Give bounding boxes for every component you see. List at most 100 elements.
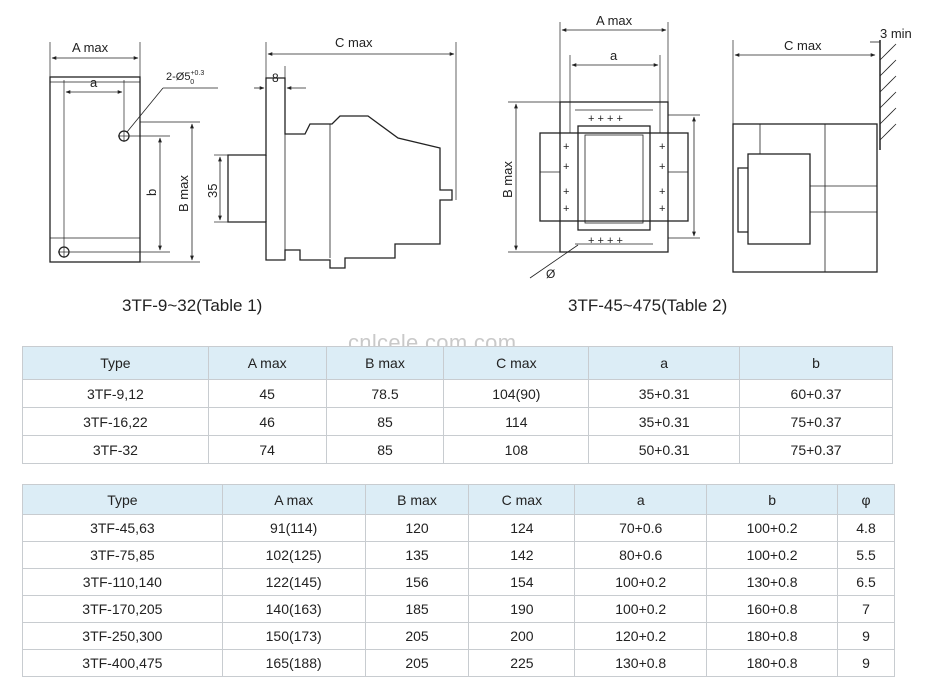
drawing1-a-max-label: A max (72, 40, 109, 55)
drawing2-a-max-label: A max (596, 13, 633, 28)
drawing1-b-max-label: B max (176, 175, 191, 212)
drawing1-front-view (49, 42, 218, 263)
drawing1-8-label: 8 (272, 71, 279, 85)
table1-header-cell: C max (443, 346, 590, 380)
drawing1-side-view (214, 42, 457, 269)
table-cell: 3TF-45,63 (22, 514, 223, 542)
table-cell: 100+0.2 (574, 568, 708, 596)
svg-text:+ + + +: + + + + (588, 113, 623, 125)
table-cell: 80+0.6 (574, 541, 708, 569)
table-cell: 205 (364, 622, 470, 650)
drawing2-terminal-marks: + + + + + + + + + + + + + + + + (563, 113, 665, 247)
svg-text:+: + (659, 141, 665, 153)
table-cell: 160+0.8 (706, 595, 839, 623)
table-cell: 45 (207, 379, 327, 408)
svg-text:+: + (563, 203, 569, 215)
drawing1-caption: 3TF-9~32(Table 1) (122, 296, 262, 315)
table-cell: 3TF-16,22 (22, 407, 209, 436)
table-cell: 3TF-75,85 (22, 541, 223, 569)
table-cell: 75+0.37 (739, 407, 893, 436)
drawing2-front-view (508, 22, 700, 279)
drawing2-3min-label: 3 min (880, 26, 912, 41)
table-cell: 130+0.8 (574, 649, 708, 677)
drawing2-caption: 3TF-45~475(Table 2) (568, 296, 727, 315)
table-cell: 100+0.2 (574, 595, 708, 623)
table-cell: 35+0.31 (588, 379, 741, 408)
table-cell: 156 (364, 568, 470, 596)
table-cell: 50+0.31 (588, 435, 741, 464)
table-cell: 9 (837, 649, 895, 677)
table2-header-cell: C max (468, 484, 576, 515)
table-cell: 85 (325, 435, 445, 464)
svg-text:+: + (563, 141, 569, 153)
table-cell: 35+0.31 (588, 407, 741, 436)
table-cell: 124 (468, 514, 576, 542)
table-cell: 104(90) (443, 379, 590, 408)
table-cell: 3TF-32 (22, 435, 209, 464)
table1: Type A max B max C max a b 3TF-9,12 45 7… (22, 346, 893, 464)
table1-header-row: Type A max B max C max a b (22, 346, 893, 380)
table1-header-cell: Type (22, 346, 209, 380)
table-cell: 130+0.8 (706, 568, 839, 596)
table2-header-cell: B max (364, 484, 470, 515)
table-row: 3TF-75,85 102(125) 135 142 80+0.6 100+0.… (22, 541, 895, 569)
table2: Type A max B max C max a b φ 3TF-45,63 9… (22, 484, 895, 677)
svg-text:+: + (659, 161, 665, 173)
table2-header-cell: b (706, 484, 839, 515)
table-cell: 75+0.37 (739, 435, 893, 464)
table-cell: 91(114) (221, 514, 366, 542)
drawing2-b-max-label: B max (500, 161, 515, 198)
table-cell: 180+0.8 (706, 649, 839, 677)
svg-text:+: + (563, 161, 569, 173)
table-cell: 46 (207, 407, 327, 436)
table-cell: 135 (364, 541, 470, 569)
table-cell: 190 (468, 595, 576, 623)
table-cell: 142 (468, 541, 576, 569)
table-cell: 150(173) (221, 622, 366, 650)
table-cell: 122(145) (221, 568, 366, 596)
svg-text:+ + + +: + + + + (588, 235, 623, 247)
table-cell: 165(188) (221, 649, 366, 677)
table-cell: 3TF-110,140 (22, 568, 223, 596)
svg-text:+: + (659, 186, 665, 198)
svg-text:+: + (563, 186, 569, 198)
table-cell: 140(163) (221, 595, 366, 623)
drawing2-side-view (732, 40, 897, 273)
table2-header-cell: A max (221, 484, 366, 515)
table-cell: 200 (468, 622, 576, 650)
table-cell: 3TF-250,300 (22, 622, 223, 650)
table-cell: 70+0.6 (574, 514, 708, 542)
table-row: 3TF-9,12 45 78.5 104(90) 35+0.31 60+0.37 (22, 379, 893, 408)
table-cell: 74 (207, 435, 327, 464)
table-row: 3TF-32 74 85 108 50+0.31 75+0.37 (22, 435, 893, 464)
table-cell: 5.5 (837, 541, 895, 569)
drawing1-b-label: b (144, 189, 159, 196)
drawing2-a-label: a (610, 48, 618, 63)
svg-text:+: + (659, 203, 665, 215)
table1-header-cell: B max (325, 346, 445, 380)
table-cell: 100+0.2 (706, 541, 839, 569)
table-cell: 185 (364, 595, 470, 623)
table-cell: 7 (837, 595, 895, 623)
drawing1-a-label: a (90, 75, 98, 90)
table1-header-cell: A max (207, 346, 327, 380)
drawing2-c-max-label: C max (784, 38, 822, 53)
table-cell: 108 (443, 435, 590, 464)
table-cell: 120 (364, 514, 470, 542)
table-row: 3TF-170,205 140(163) 185 190 100+0.2 160… (22, 595, 895, 623)
drawing1-35-label: 35 (205, 184, 220, 198)
table-cell: 114 (443, 407, 590, 436)
table1-header-cell: b (739, 346, 893, 380)
table-cell: 120+0.2 (574, 622, 708, 650)
drawing2-phi-label: Ø (546, 267, 555, 281)
table-cell: 102(125) (221, 541, 366, 569)
table-cell: 3TF-9,12 (22, 379, 209, 408)
table-cell: 180+0.8 (706, 622, 839, 650)
table-row: 3TF-250,300 150(173) 205 200 120+0.2 180… (22, 622, 895, 650)
table-row: 3TF-45,63 91(114) 120 124 70+0.6 100+0.2… (22, 514, 895, 542)
table-cell: 9 (837, 622, 895, 650)
table2-header-cell: a (574, 484, 708, 515)
table-cell: 60+0.37 (739, 379, 893, 408)
